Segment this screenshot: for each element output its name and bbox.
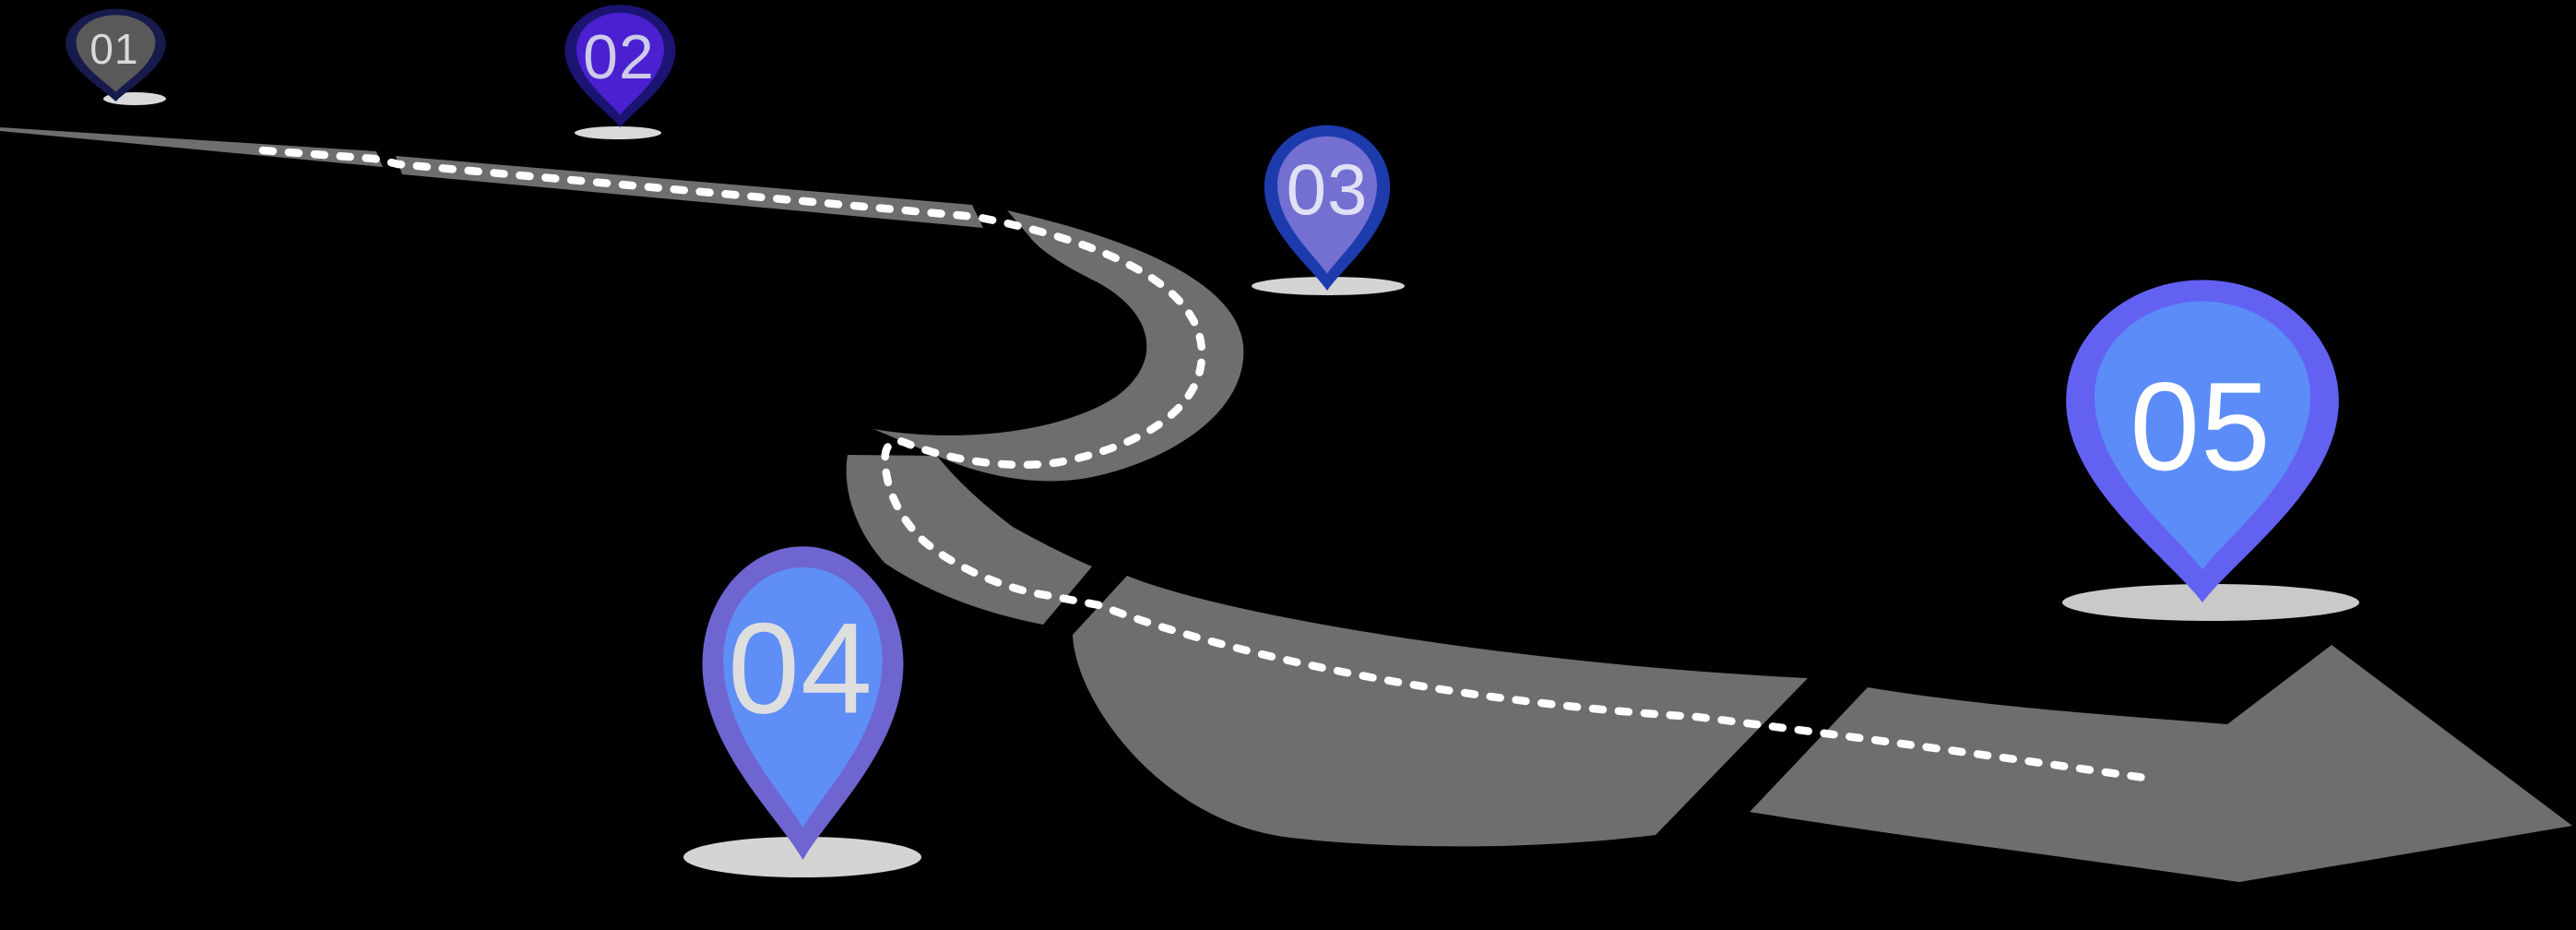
- pin-02-number: 02: [583, 22, 655, 92]
- pin-04: 04: [702, 546, 904, 860]
- pin-04-body: [723, 566, 883, 829]
- road-centerline: [258, 146, 2149, 782]
- road-segment-3: [873, 210, 1244, 482]
- road-segment-5: [1073, 576, 1808, 847]
- road-arrow-segment: [1750, 645, 2572, 882]
- pin-05: 05: [2066, 280, 2339, 603]
- pin-01: 01: [65, 8, 166, 101]
- road-segment-1: [0, 127, 383, 167]
- pin-01-body: [76, 15, 156, 92]
- pin-02-body: [576, 12, 664, 115]
- pin-03: 03: [1264, 125, 1391, 291]
- pin-05-body: [2094, 301, 2311, 570]
- pin-03-number: 03: [1287, 149, 1369, 230]
- road-segment-2: [396, 156, 983, 228]
- pin-05-number: 05: [2130, 356, 2271, 496]
- pin-03-body: [1277, 136, 1377, 274]
- road-segment-4: [846, 455, 1092, 625]
- pin-05-shadow: [2062, 584, 2359, 621]
- pin-01-number: 01: [89, 25, 138, 73]
- pin-02-shadow: [575, 126, 661, 139]
- pin-02: 02: [564, 5, 676, 128]
- road: [0, 127, 2572, 882]
- pin-04-number: 04: [728, 596, 873, 741]
